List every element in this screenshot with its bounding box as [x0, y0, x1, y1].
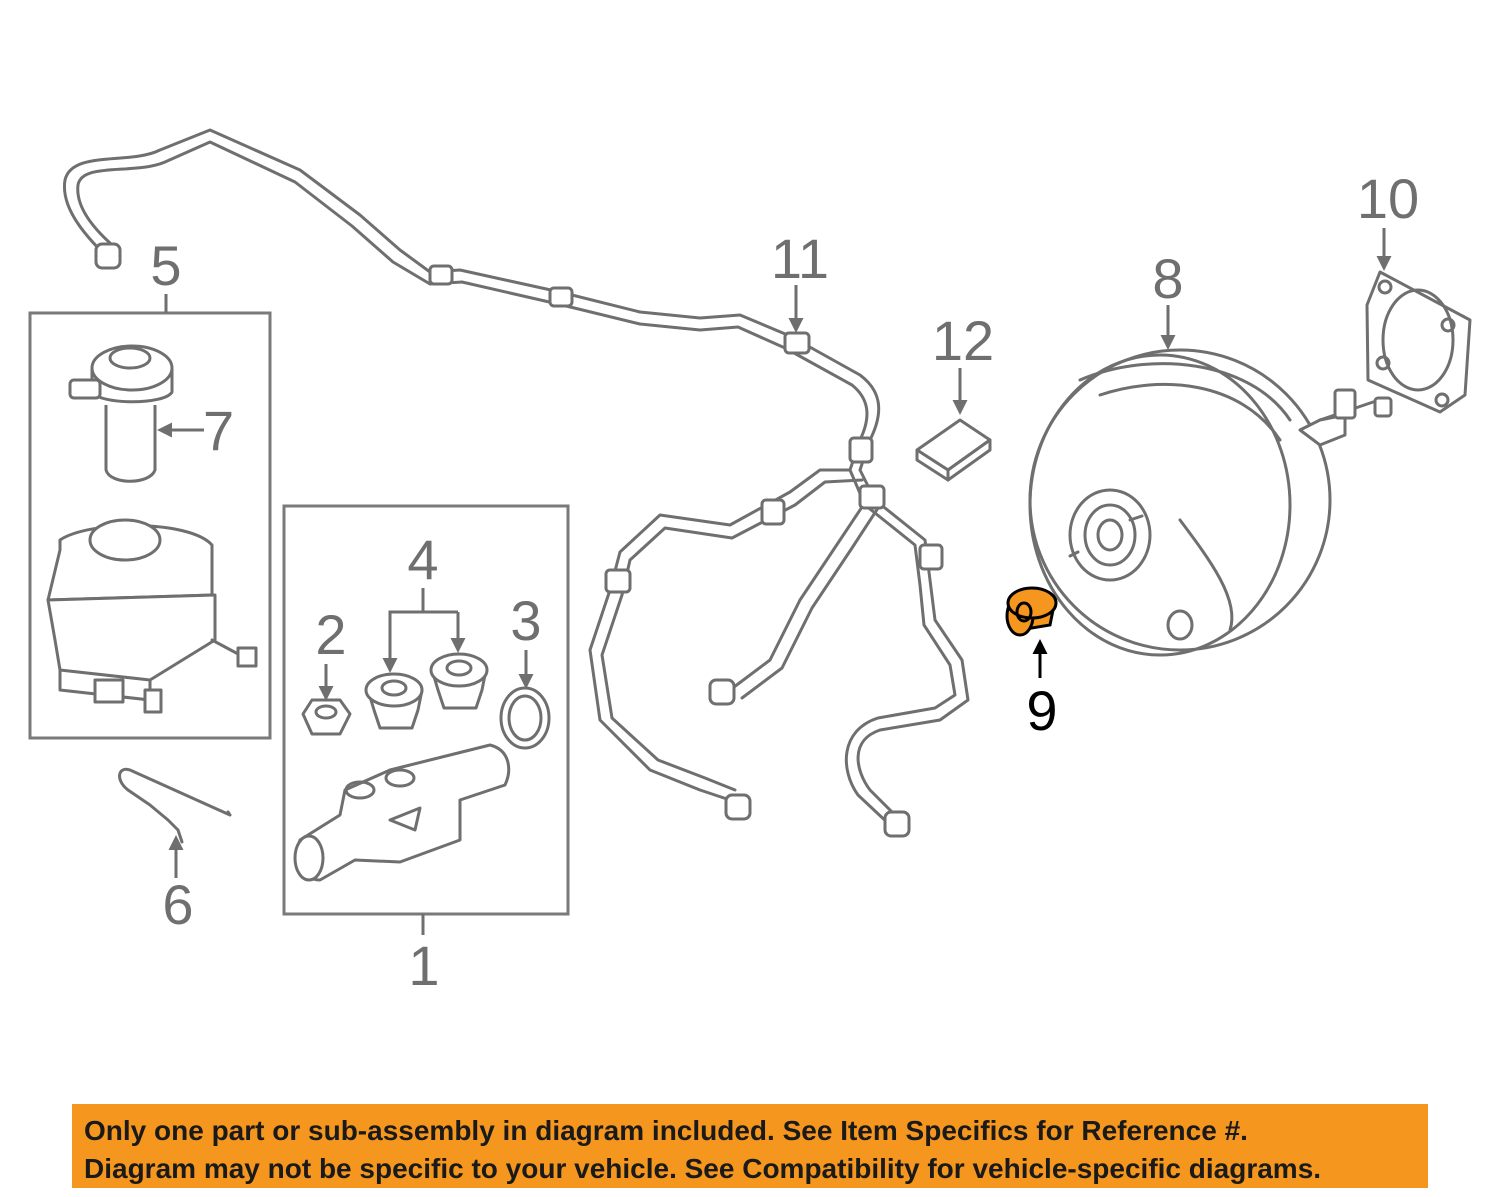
callout-4: 4: [407, 528, 438, 591]
master-cylinder-assembly: [282, 504, 570, 916]
highlighted-grommet: [1005, 586, 1058, 637]
reservoir-assembly: [28, 311, 272, 740]
callout-10: 10: [1357, 167, 1419, 230]
disclaimer-line-1: Only one part or sub-assembly in diagram…: [84, 1115, 1248, 1146]
callout-12: 12: [932, 309, 994, 372]
callout-9: 9: [1026, 679, 1057, 742]
sensor-block: [915, 418, 992, 482]
booster-gasket: [1365, 270, 1472, 414]
disclaimer-line-2: Diagram may not be specific to your vehi…: [84, 1153, 1322, 1184]
callout-7: 7: [203, 399, 234, 462]
callout-1: 1: [408, 934, 439, 997]
callout-6: 6: [162, 873, 193, 936]
disclaimer-banner: Only one part or sub-assembly in diagram…: [72, 1104, 1428, 1188]
brake-line-assembly: [63, 128, 970, 838]
callout-2: 2: [315, 603, 346, 666]
brake-booster: [1028, 348, 1393, 657]
callout-8: 8: [1152, 247, 1183, 310]
retaining-clip: [118, 767, 232, 844]
callout-5: 5: [150, 234, 181, 297]
leader-lines: [157, 228, 1392, 935]
callout-3: 3: [510, 589, 541, 652]
callout-11: 11: [771, 227, 829, 290]
